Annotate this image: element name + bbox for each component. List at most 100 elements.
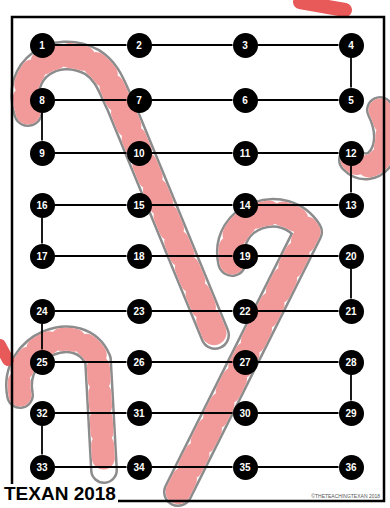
connector-line bbox=[55, 204, 127, 206]
number-dot: 18 bbox=[127, 244, 152, 269]
dot-number: 27 bbox=[233, 357, 258, 368]
number-dot: 14 bbox=[233, 193, 258, 218]
dot-number: 26 bbox=[127, 357, 152, 368]
number-dot: 21 bbox=[339, 299, 364, 324]
number-dot: 27 bbox=[233, 350, 258, 375]
number-dot: 2 bbox=[127, 33, 152, 58]
copyright-note: ©THETEACHINGTEXAN 2018 bbox=[309, 494, 382, 500]
dot-number: 4 bbox=[339, 40, 364, 51]
connector-line bbox=[258, 412, 339, 414]
dot-number: 34 bbox=[127, 462, 152, 473]
dot-number: 23 bbox=[127, 306, 152, 317]
number-dot: 20 bbox=[339, 244, 364, 269]
connector-line bbox=[152, 99, 233, 101]
number-dot: 28 bbox=[339, 350, 364, 375]
dot-number: 32 bbox=[30, 408, 55, 419]
number-dot: 4 bbox=[339, 33, 364, 58]
connector-line bbox=[41, 218, 43, 244]
number-dot: 13 bbox=[339, 193, 364, 218]
connector-line bbox=[258, 99, 339, 101]
dot-number: 11 bbox=[233, 148, 258, 159]
dot-number: 14 bbox=[233, 200, 258, 211]
dot-number: 13 bbox=[339, 200, 364, 211]
connector-line bbox=[350, 166, 352, 193]
dot-number: 24 bbox=[30, 306, 55, 317]
candy-cane-corner bbox=[0, 345, 8, 360]
number-dot: 34 bbox=[127, 455, 152, 480]
connector-line bbox=[41, 113, 43, 141]
connector-line bbox=[152, 44, 233, 46]
number-dot: 16 bbox=[30, 193, 55, 218]
connector-line bbox=[152, 412, 233, 414]
connector-line bbox=[55, 310, 127, 312]
candy-cane-corner bbox=[300, 2, 345, 10]
number-dot: 7 bbox=[127, 88, 152, 113]
connector-line bbox=[152, 204, 233, 206]
dot-number: 35 bbox=[233, 462, 258, 473]
dot-number: 7 bbox=[127, 95, 152, 106]
connector-line bbox=[55, 466, 127, 468]
connector-line bbox=[258, 310, 339, 312]
number-dot: 3 bbox=[233, 33, 258, 58]
number-dot: 26 bbox=[127, 350, 152, 375]
dot-number: 10 bbox=[127, 148, 152, 159]
number-dot: 33 bbox=[30, 455, 55, 480]
number-dot: 8 bbox=[30, 88, 55, 113]
page-frame bbox=[12, 17, 384, 501]
number-dot: 1 bbox=[30, 33, 55, 58]
connector-line bbox=[55, 412, 127, 414]
dot-number: 2 bbox=[127, 40, 152, 51]
dot-number: 9 bbox=[30, 148, 55, 159]
number-dot: 32 bbox=[30, 401, 55, 426]
connector-line bbox=[152, 466, 233, 468]
number-dot: 30 bbox=[233, 401, 258, 426]
dot-number: 1 bbox=[30, 40, 55, 51]
number-dot: 36 bbox=[339, 455, 364, 480]
number-dot: 19 bbox=[233, 244, 258, 269]
number-dot: 23 bbox=[127, 299, 152, 324]
connector-line bbox=[350, 269, 352, 299]
number-dot: 6 bbox=[233, 88, 258, 113]
connector-line bbox=[41, 324, 43, 350]
connector-line bbox=[258, 255, 339, 257]
dot-number: 28 bbox=[339, 357, 364, 368]
connector-line bbox=[152, 152, 233, 154]
dot-number: 25 bbox=[30, 357, 55, 368]
dot-number: 33 bbox=[30, 462, 55, 473]
dot-number: 29 bbox=[339, 408, 364, 419]
watermark-text: TEXAN 2018 bbox=[2, 484, 118, 505]
connector-line bbox=[350, 375, 352, 401]
connector-line bbox=[258, 44, 339, 46]
number-dot: 31 bbox=[127, 401, 152, 426]
number-dot: 12 bbox=[339, 141, 364, 166]
dot-number: 15 bbox=[127, 200, 152, 211]
dot-number: 5 bbox=[339, 95, 364, 106]
dot-number: 17 bbox=[30, 251, 55, 262]
connector-line bbox=[55, 44, 127, 46]
dot-number: 19 bbox=[233, 251, 258, 262]
connector-line bbox=[258, 361, 339, 363]
connector-line bbox=[258, 152, 339, 154]
number-dot: 22 bbox=[233, 299, 258, 324]
candy-cane bbox=[25, 55, 215, 335]
number-dot: 5 bbox=[339, 88, 364, 113]
number-dot: 35 bbox=[233, 455, 258, 480]
dot-number: 12 bbox=[339, 148, 364, 159]
number-dot: 15 bbox=[127, 193, 152, 218]
connector-line bbox=[55, 152, 127, 154]
number-dot: 9 bbox=[30, 141, 55, 166]
dot-number: 8 bbox=[30, 95, 55, 106]
dot-number: 22 bbox=[233, 306, 258, 317]
connector-line bbox=[55, 361, 127, 363]
connector-line bbox=[258, 466, 339, 468]
dot-number: 6 bbox=[233, 95, 258, 106]
number-dot: 29 bbox=[339, 401, 364, 426]
connector-line bbox=[152, 255, 233, 257]
connector-line bbox=[41, 426, 43, 455]
dot-number: 20 bbox=[339, 251, 364, 262]
number-dot: 17 bbox=[30, 244, 55, 269]
